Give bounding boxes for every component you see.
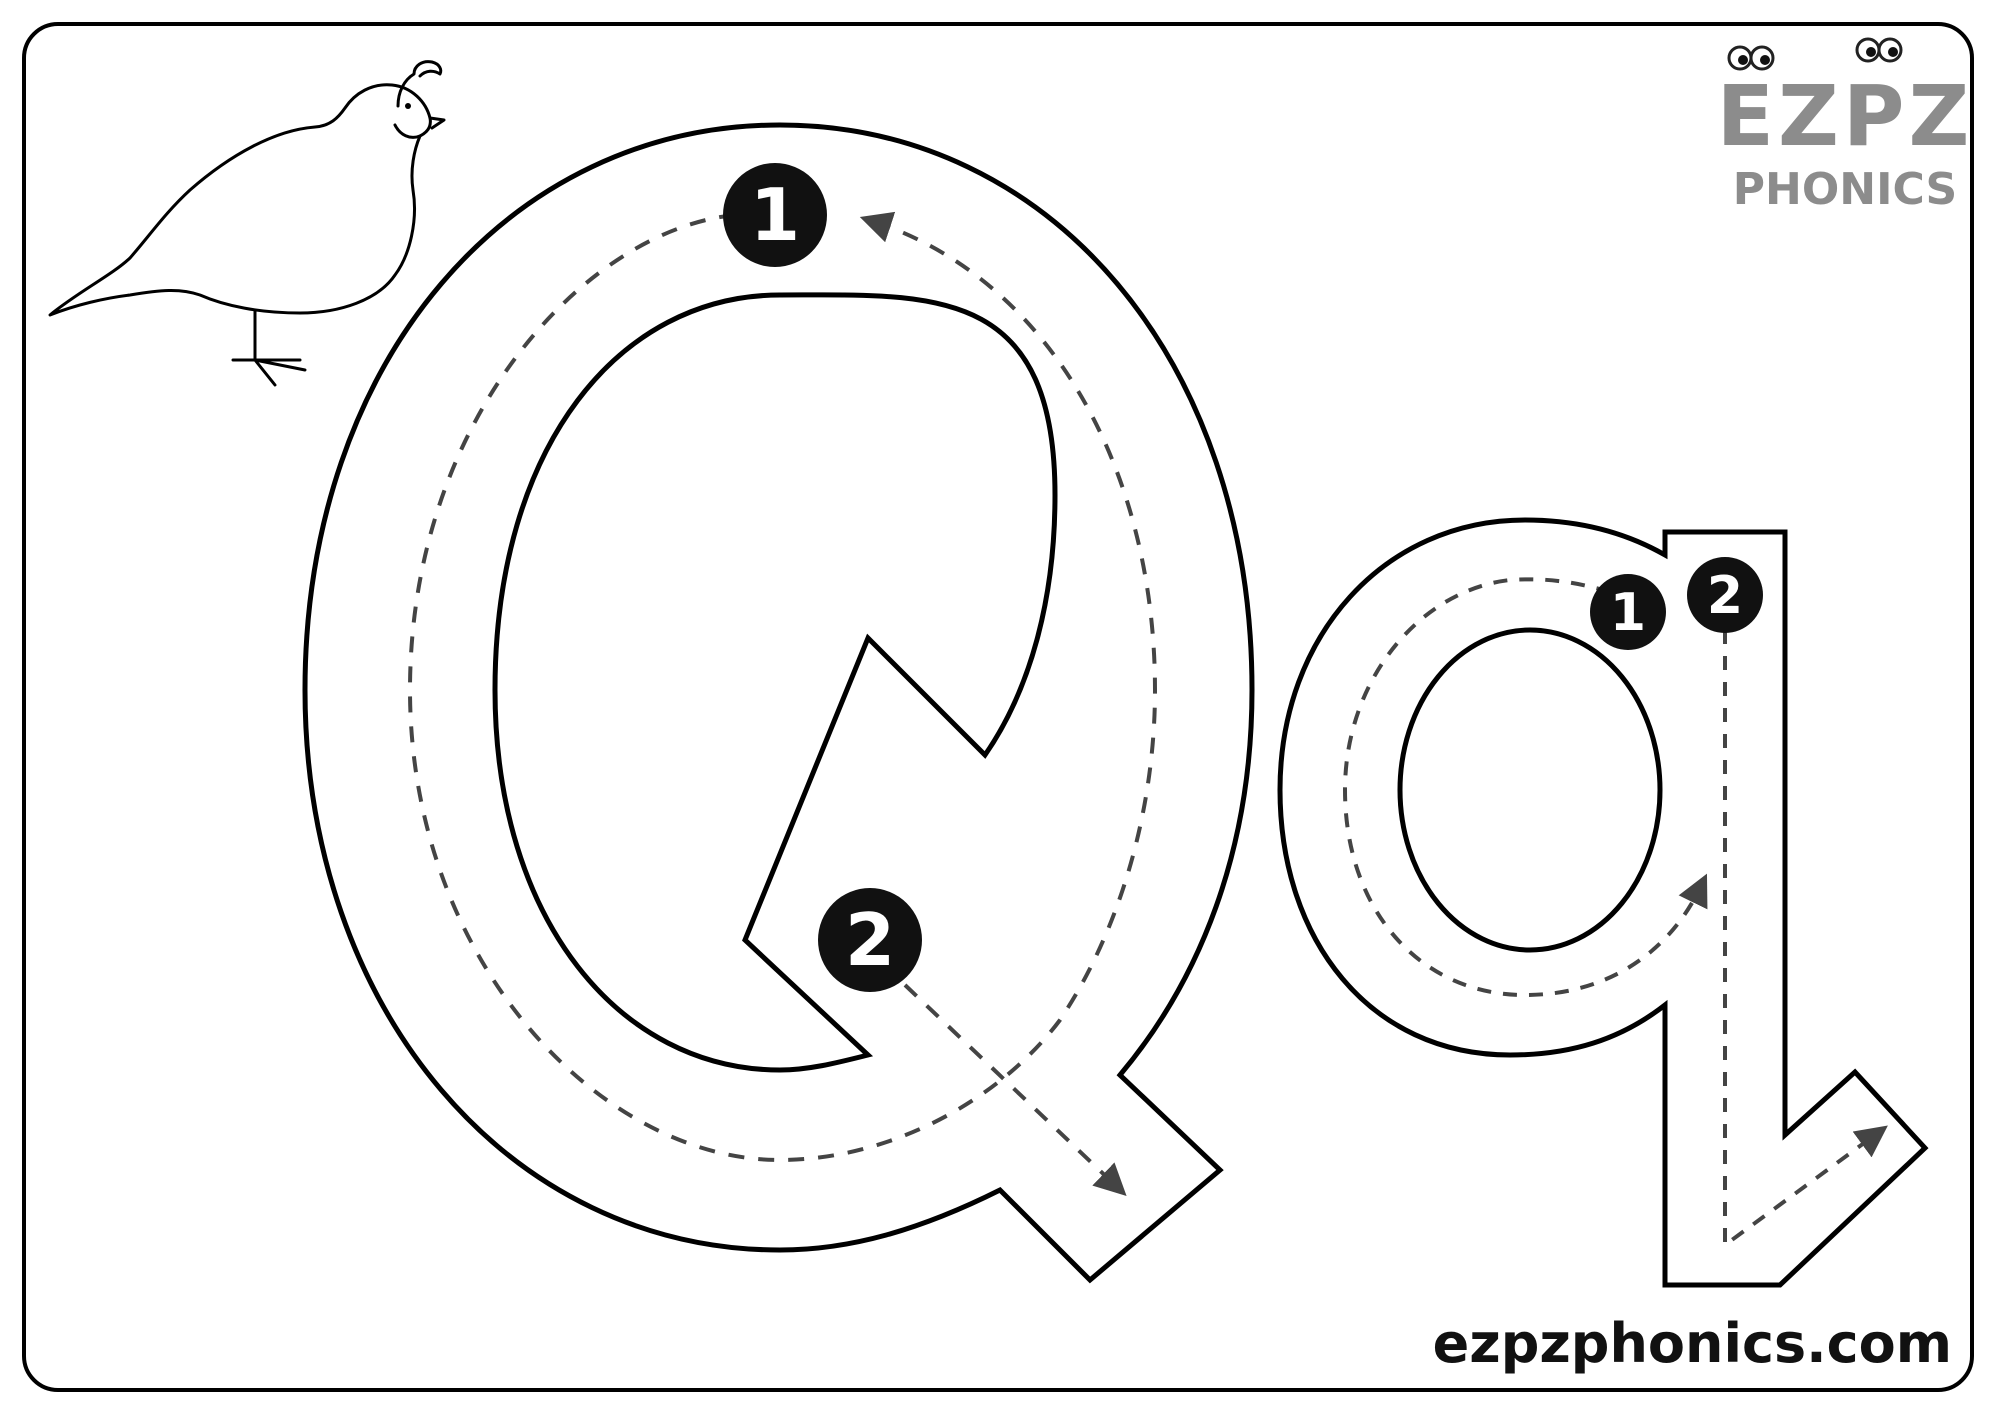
quail-picture — [48, 60, 446, 387]
lowercase-q-guides — [1342, 577, 1888, 1249]
website-url: ezpzphonics.com — [1433, 1312, 1952, 1375]
svg-text:2: 2 — [1707, 566, 1743, 626]
svg-text:1: 1 — [750, 173, 800, 257]
page-border — [22, 22, 1974, 1392]
lowercase-q-step-1-badge: 1 — [1590, 574, 1666, 650]
lowercase-q-step-2-badge: 2 — [1687, 557, 1763, 633]
lowercase-q-outline — [1277, 517, 1929, 1288]
uppercase-q-stroke-1-guide — [407, 211, 1158, 1163]
logo-subtitle: PHONICS — [1733, 164, 1957, 215]
uppercase-q-step-1-badge: 1 — [723, 163, 827, 267]
uppercase-q-stroke-2-guide — [903, 983, 1127, 1197]
uppercase-q-guides — [407, 211, 1158, 1197]
uppercase-q-outline — [302, 122, 1255, 1284]
lowercase-q-stroke-2-guide — [1723, 630, 1888, 1249]
googly-eyes-icon — [1727, 37, 1903, 71]
svg-text:1: 1 — [1610, 583, 1646, 643]
uppercase-q-step-2-badge: 2 — [818, 888, 922, 992]
svg-text:2: 2 — [845, 898, 895, 982]
ezpz-logo: EZPZ PHONICS — [1717, 37, 1974, 215]
lowercase-q-stroke-1-guide — [1342, 577, 1708, 998]
logo-wordmark: EZPZ — [1717, 67, 1974, 165]
